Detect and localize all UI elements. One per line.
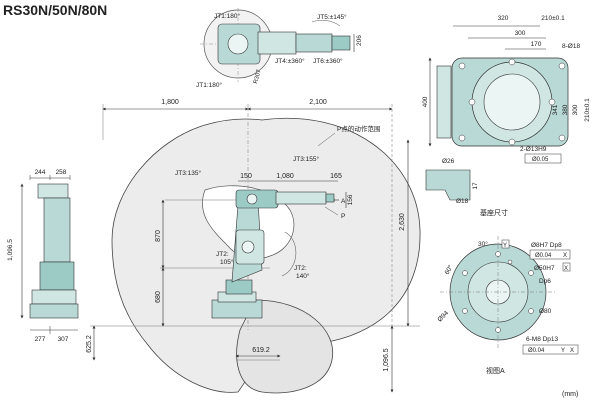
robot-side-view: [211, 189, 335, 319]
jt1-top-label: JT1:180°: [214, 12, 240, 20]
jt4-label: JT4:±360°: [275, 57, 305, 65]
dim-307: 307: [58, 336, 69, 343]
dim-300: 300: [515, 30, 526, 37]
dim-300v: 300: [572, 104, 579, 115]
datum-x-3: X: [570, 348, 574, 354]
d206-label: 206: [356, 35, 363, 46]
jt6-label: JT6:±360°: [313, 57, 343, 65]
tolerance-label: Ø0.05: [532, 157, 549, 163]
dim-150: 150: [240, 173, 252, 180]
dim-1080: 1,080: [276, 173, 294, 180]
tolerance-2-label: Ø0.04: [528, 348, 545, 354]
dim-210a: 210±0.1: [541, 15, 565, 22]
hole-8h7-label: Ø8H7 Dp8: [531, 242, 562, 249]
angle-30-label: 30°: [478, 240, 488, 248]
jt1-bottom-label: JT1:180°: [196, 81, 222, 89]
angle-60-label: 60°: [443, 263, 455, 276]
dim-1096: 1,096.5: [7, 239, 14, 261]
dia-94-label: Ø94: [436, 310, 450, 324]
datum-y-top: Y: [503, 243, 507, 249]
top-view: JT1:180° JT1:180° JT5:±145° JT4:±360° JT…: [196, 8, 363, 89]
point-p-label: P: [341, 213, 345, 220]
jt3-155-label: JT3:155°: [293, 155, 319, 163]
hole2-label: 2-Ø13H9: [520, 146, 547, 153]
depth-6-label: Dp6: [539, 278, 551, 285]
page-title: RS30N/50N/80N: [3, 2, 108, 18]
dim-2100: 2,100: [309, 99, 327, 106]
jt3-135-label: JT3:135°: [175, 169, 201, 177]
dim-619: 619.2: [252, 347, 270, 354]
dim-244: 244: [35, 169, 46, 176]
datum-y-2: Y: [561, 348, 565, 354]
dim-277: 277: [35, 336, 46, 343]
datum-x-2: X: [564, 266, 568, 272]
dim-165: 165: [330, 173, 342, 180]
dim-2630: 2,630: [399, 213, 406, 231]
dim-870: 870: [155, 230, 162, 242]
area-label: P点的动作范围: [337, 124, 380, 133]
base-caption: 基座尺寸: [480, 208, 508, 217]
dim-341: 341: [552, 104, 559, 115]
datum-x-1: X: [563, 253, 567, 259]
hole8-label: 8-Ø18: [562, 43, 580, 50]
point-a-label: A: [341, 198, 346, 205]
tolerance-1-label: Ø0.04: [535, 253, 552, 259]
working-range-view: 1,800 2,100 2,630 870 680 625.2 1,096.5 …: [86, 99, 421, 394]
dim-320: 320: [498, 15, 509, 22]
dim-1096b: 1,096.5: [383, 348, 390, 371]
dia-80-label: Ø80: [539, 308, 552, 315]
left-side-view: 244 258 1,096.5 277 307: [7, 169, 79, 343]
base-view: 320 210±0.1 300 170 8-Ø18 400 341 380 30…: [422, 15, 591, 217]
dim-d26: Ø26: [442, 158, 455, 165]
flange-caption: 视图A: [486, 366, 505, 375]
dim-17: 17: [472, 182, 479, 190]
hole-50h7-label: Ø50H7: [534, 265, 555, 272]
dim-1800: 1,800: [161, 99, 179, 106]
jt2-140-label: JT2:140°: [294, 265, 310, 280]
dim-625: 625.2: [86, 335, 93, 353]
dim-400: 400: [422, 96, 429, 107]
dim-156: 156: [347, 194, 354, 205]
flange-view-a: 30° 60° Y Ø8H7 Dp8 Ø0.04 X Ø50H7 X Dp6 Ø…: [436, 236, 579, 375]
reach-lower-lobe: [236, 299, 334, 394]
r307-label: R307: [253, 68, 263, 84]
unit-label: (mm): [562, 391, 578, 398]
dim-380: 380: [562, 104, 569, 115]
jt5-label: JT5:±145°: [317, 13, 347, 21]
dim-170: 170: [531, 41, 542, 48]
dim-680: 680: [155, 291, 162, 303]
dim-258: 258: [56, 169, 67, 176]
jt2-105-label: JT2:105°: [216, 251, 234, 266]
dim-d18: Ø18: [456, 198, 469, 205]
dim-210b: 210±0.1: [584, 98, 591, 122]
thread-m8-label: 6-M8 Dp13: [526, 336, 559, 343]
